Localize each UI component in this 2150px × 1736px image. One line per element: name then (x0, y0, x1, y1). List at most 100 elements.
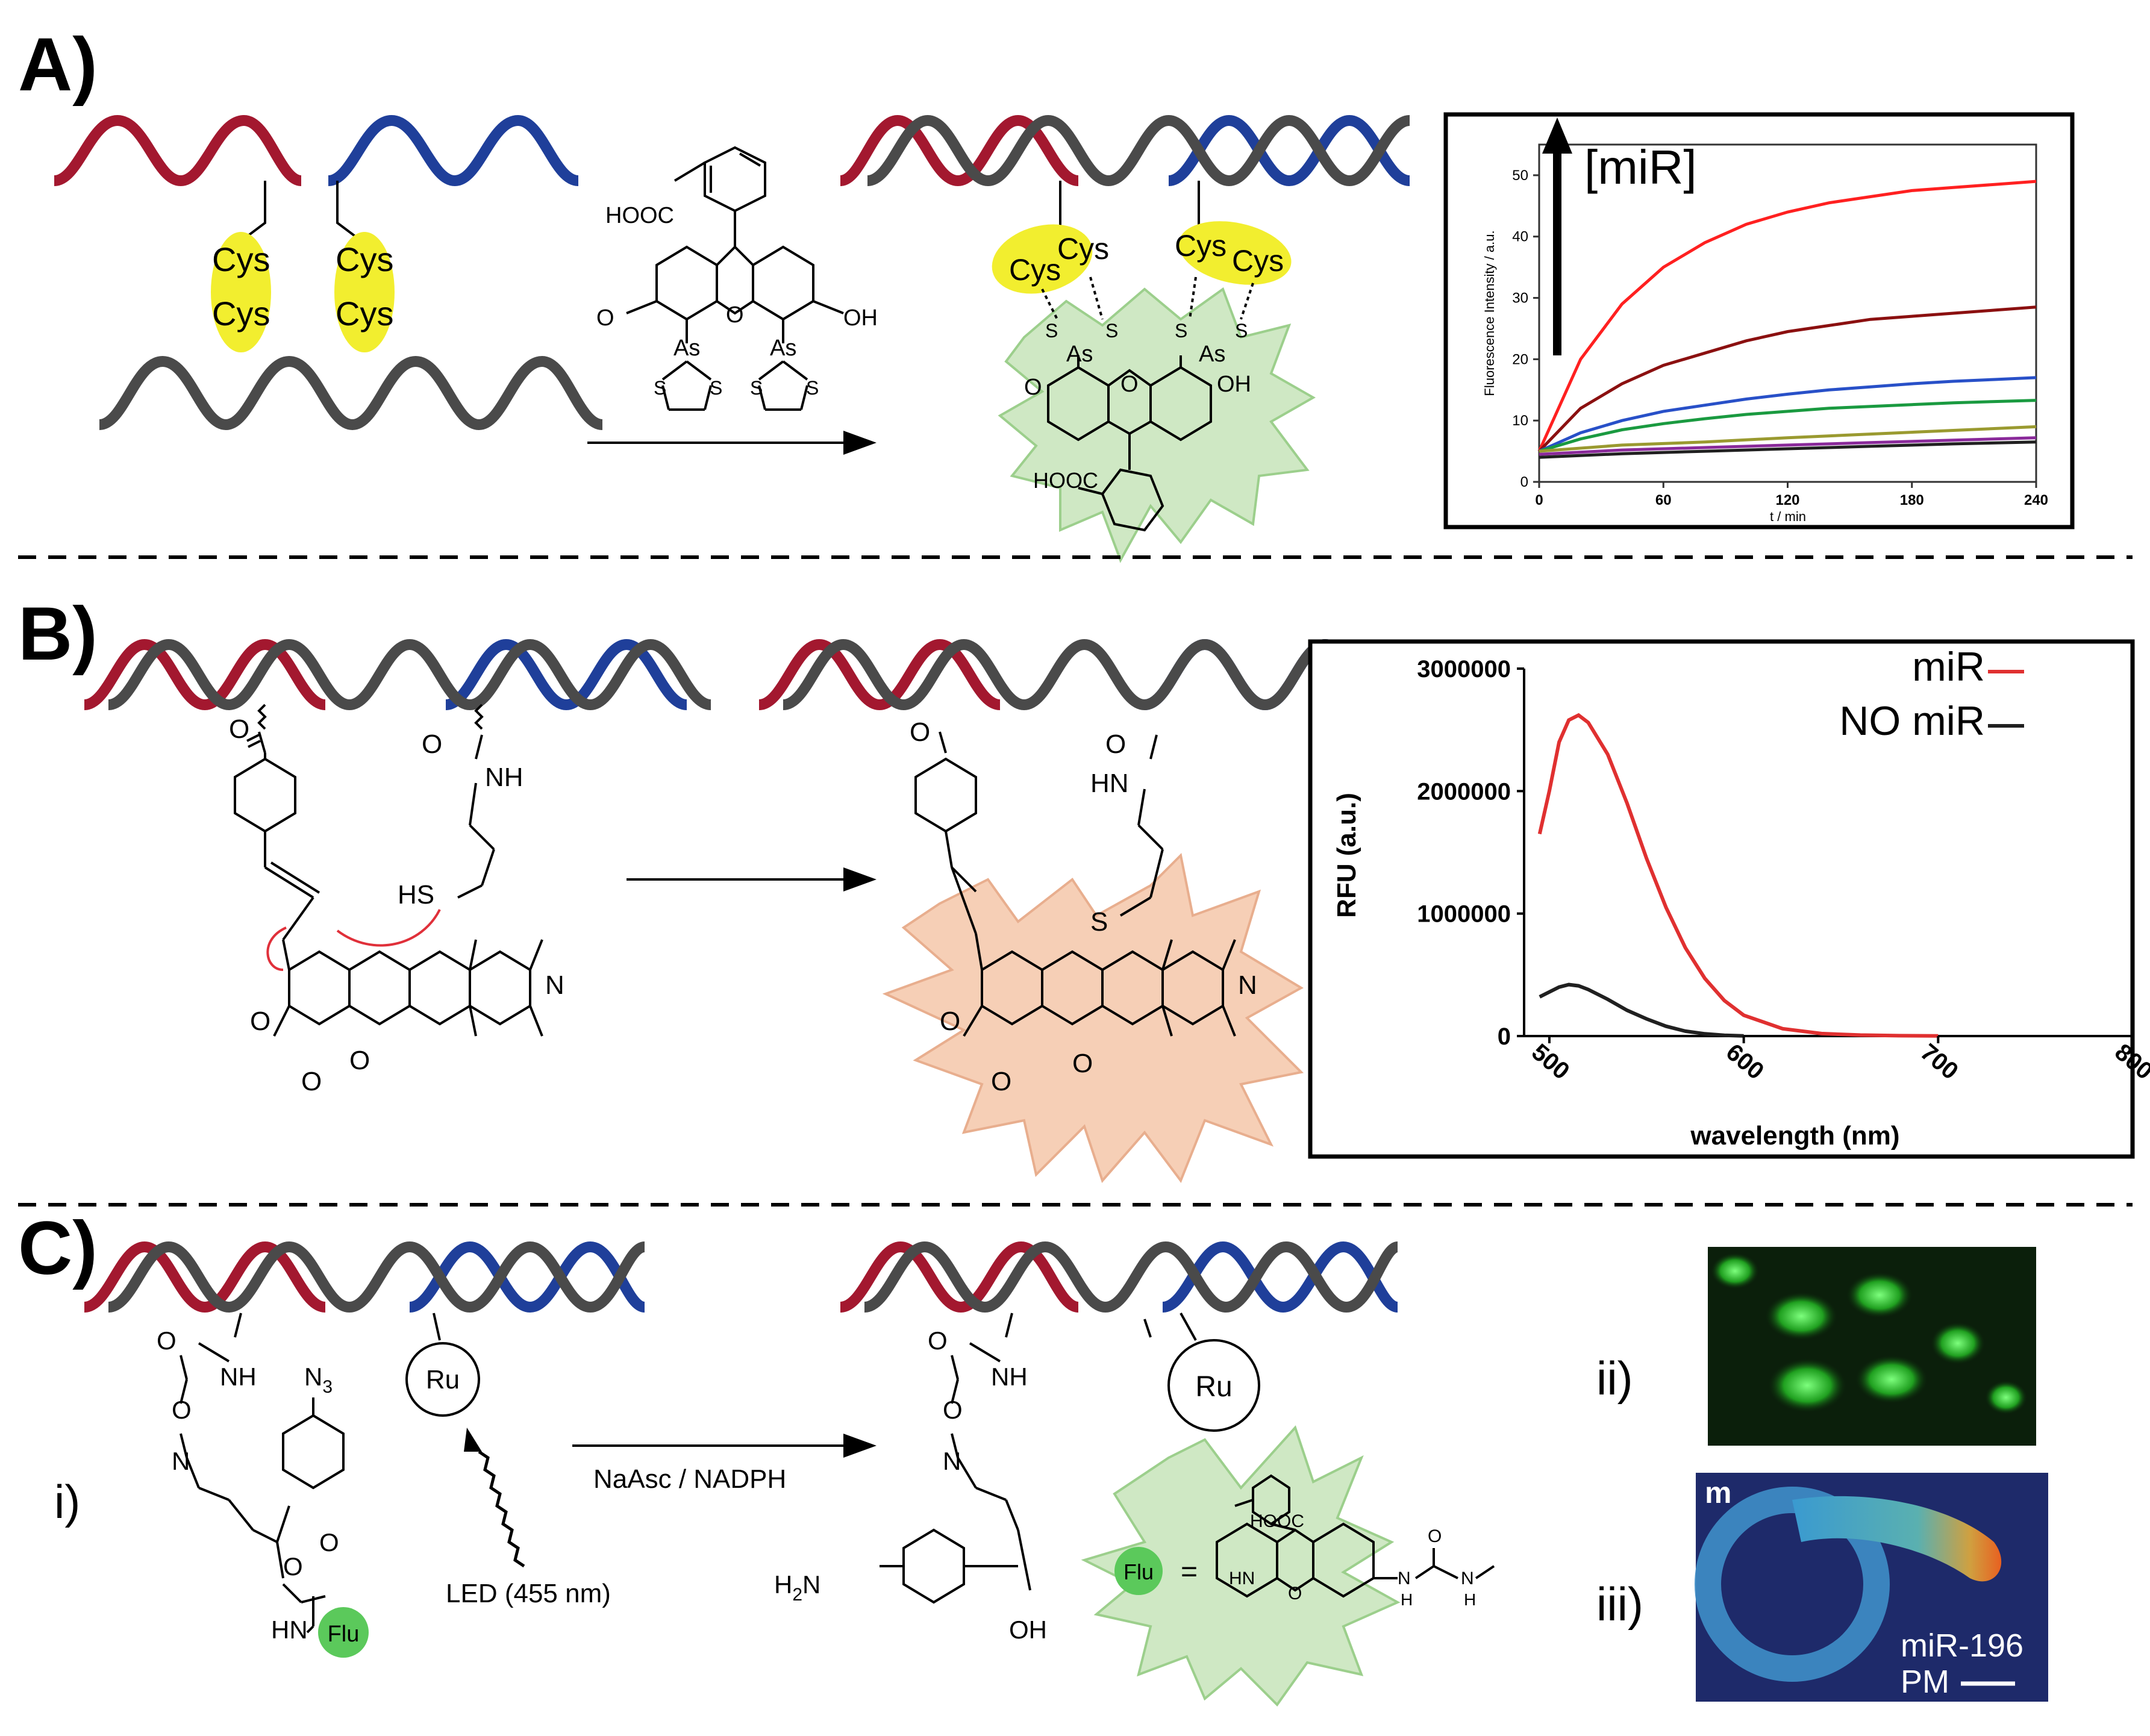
b-ytick-2: 2000000 (1417, 778, 1511, 805)
a-linker-1 (240, 181, 266, 242)
a-p-s-2: S (1105, 320, 1118, 342)
c-r-nh-urea: N (1398, 1569, 1411, 1588)
a-series-line-1 (1538, 305, 2037, 452)
c-embryo-image: m miR-196 PM (1695, 1473, 2048, 1702)
c-led-arrowhead (464, 1428, 482, 1452)
panel-c-label: C) (18, 1207, 98, 1290)
a-p-cys-1: Cys (1009, 253, 1061, 287)
a-p-as-1: As (1066, 342, 1093, 367)
c-flu-circle-1 (318, 1607, 369, 1658)
a-p-cys-2: Cys (1057, 232, 1109, 266)
a-chart-xlabel: t / min (1770, 509, 1806, 524)
c-led-squiggle (478, 1450, 525, 1568)
b-red-arrow-2 (336, 909, 441, 947)
c-r-oh: OH (1009, 1616, 1047, 1644)
c-left-structure (180, 1313, 357, 1634)
a-p-cys-4: Cys (1232, 244, 1284, 278)
c-n3: N3 (304, 1363, 333, 1397)
c-ii-label: ii) (1596, 1352, 1633, 1405)
a-xtick-0: 0 (1535, 492, 1543, 508)
c-micro-label: miR-196 (1901, 1628, 2023, 1664)
b-r-n: N (1238, 970, 1257, 1000)
c-r-o-urea: O (1428, 1526, 1442, 1546)
b-r-o-5: O (1072, 1049, 1093, 1078)
a-as-2: As (770, 336, 796, 361)
b-r-o-4: O (991, 1067, 1011, 1096)
c-r-o-2: O (943, 1396, 963, 1424)
c-ru-1: Ru (426, 1365, 460, 1394)
c-flu-circle-2 (1114, 1547, 1163, 1595)
a-product-duplex (839, 114, 1411, 187)
c-r-h-urea-2: H (1464, 1590, 1476, 1609)
c-ru-circle-2 (1167, 1339, 1260, 1432)
b-r-hn: HN (1090, 769, 1129, 798)
c-flu-1: Flu (328, 1622, 360, 1647)
a-ytick-3: 30 (1512, 290, 1528, 307)
b-chart-frame (1308, 639, 2135, 1159)
c-right-duplex (839, 1241, 1399, 1313)
c-n3-n: N (304, 1363, 322, 1391)
c-micro-m: m (1705, 1476, 1731, 1510)
c-reagent-label: NaAsc / NADPH (593, 1464, 786, 1494)
a-ytick-0: 0 (1520, 474, 1528, 490)
c-o-3: O (283, 1552, 303, 1581)
a-p-as-2: As (1199, 342, 1225, 367)
a-cys-4: Cys (336, 295, 393, 333)
a-p-oh: OH (1217, 372, 1251, 397)
a-oh: OH (843, 305, 878, 331)
a-p-s-1: S (1045, 320, 1058, 342)
c-r-h2n: H2N (774, 1570, 820, 1605)
a-cys-blob-2 (334, 232, 395, 352)
b-red-arrow-1 (266, 926, 287, 971)
b-series-line-0 (1537, 713, 1939, 1038)
c-r-o-ring: O (1288, 1584, 1302, 1603)
a-s-2: S (710, 377, 722, 399)
b-arrow-head (843, 867, 877, 891)
c-left-duplex (83, 1241, 646, 1313)
b-series-line-1 (1539, 982, 1744, 1038)
a-as-1: As (673, 336, 700, 361)
c-r-h2n-n: N (802, 1570, 820, 1599)
a-cys-1: Cys (212, 240, 270, 278)
b-o-4: O (301, 1067, 322, 1096)
c-ru-linker (433, 1313, 441, 1341)
c-r-ru-linker (1180, 1313, 1197, 1341)
b-ytick-1: 1000000 (1417, 901, 1511, 928)
a-p-o-ring: O (1120, 372, 1139, 397)
a-ytick-4: 40 (1512, 229, 1528, 245)
c-o-1: O (157, 1326, 177, 1355)
a-chart-miR-arrow-label: [miR] (1584, 140, 1697, 194)
b-orange-burst (882, 852, 1304, 1184)
b-ytick-0: 0 (1498, 1023, 1511, 1050)
a-series-line-5 (1539, 436, 2037, 456)
a-series-line-6 (1539, 440, 2037, 459)
a-cys-blob-1 (211, 232, 271, 352)
b-o-3: O (250, 1007, 270, 1036)
a-series-line-2 (1538, 376, 2037, 453)
a-series-line-3 (1539, 399, 2037, 453)
b-right-structure (914, 731, 1236, 1037)
a-ytick-5: 50 (1512, 167, 1528, 184)
c-r-n-urea: N (1461, 1569, 1474, 1588)
a-series-line-0 (1537, 180, 2037, 452)
a-ytick-1: 10 (1512, 413, 1528, 429)
c-micro-pm: PM (1901, 1664, 1949, 1700)
c-nh: NH (220, 1363, 257, 1391)
b-o-1: O (229, 714, 249, 744)
a-ytick-2: 20 (1512, 351, 1528, 367)
a-hooc: HOOC (605, 203, 674, 228)
a-xtick-3: 180 (1900, 492, 1924, 508)
b-left-structure (234, 704, 543, 1037)
b-legend-mir: miR (1912, 644, 1985, 690)
a-xtick-4: 240 (2024, 492, 2048, 508)
c-ru-2: Ru (1195, 1371, 1232, 1403)
c-r-h2n-sub: 2 (792, 1585, 802, 1605)
panel-b-label: B) (18, 592, 98, 676)
b-nh: NH (485, 763, 523, 792)
a-o-keto: O (596, 305, 614, 331)
a-series-line-4 (1539, 425, 2037, 453)
c-led-label: LED (455 nm) (446, 1579, 611, 1608)
c-r-n-oxime: N (943, 1447, 961, 1475)
b-chart-ylabel: RFU (a.u.) (1332, 793, 1361, 918)
